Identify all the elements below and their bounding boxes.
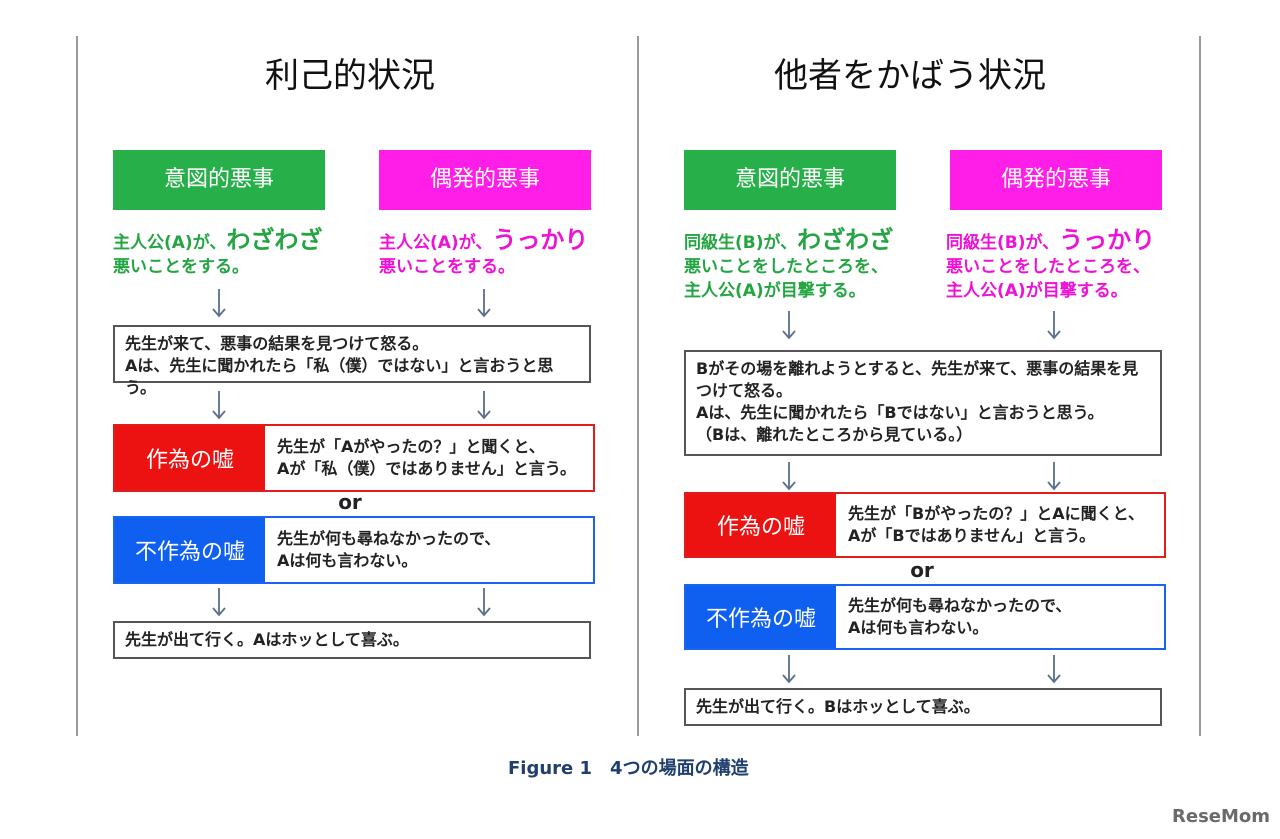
box-line: 先生が来て、悪事の結果を見つけて怒る。 bbox=[125, 334, 429, 353]
lie-text: 先生が「Aがやったの？」と聞くと、 Aが「私（僕）ではありません」と言う。 bbox=[265, 426, 588, 490]
lie-line: Aは何も言わない。 bbox=[277, 551, 418, 570]
left-or-label: or bbox=[338, 490, 362, 514]
right-commission-lie-box: 作為の嘘 先生が「Bがやったの？」とAに聞くと、 Aが「Bではありません」と言う… bbox=[684, 492, 1166, 558]
right-desc-intentional: 同級生(B)が、わざわざ 悪いことをしたところを、 主人公(A)が目撃する。 bbox=[684, 228, 944, 303]
lie-text: 先生が「Bがやったの？」とAに聞くと、 Aが「Bではありません」と言う。 bbox=[836, 494, 1156, 556]
left-desc-accidental: 主人公(A)が、うっかり 悪いことをする。 bbox=[379, 228, 639, 279]
arrow-down-icon bbox=[477, 391, 491, 420]
box-line: Bがその場を離れようとすると、先生が来て、悪事の結果を見 bbox=[696, 359, 1139, 378]
desc-line: 主人公(A)が目撃する。 bbox=[946, 281, 1128, 301]
desc-line: 同級生(B)が、 bbox=[684, 233, 798, 253]
left-head-intentional: 意図的悪事 bbox=[113, 150, 325, 210]
lie-line: 先生が「Aがやったの？」と聞くと、 bbox=[277, 437, 545, 456]
arrow-down-icon bbox=[477, 588, 491, 617]
right-or-label: or bbox=[910, 558, 934, 582]
lie-line: 先生が「Bがやったの？」とAに聞くと、 bbox=[848, 504, 1144, 523]
arrow-down-icon bbox=[782, 311, 796, 340]
desc-emphasis: うっかり bbox=[492, 226, 589, 254]
lie-line: Aが「私（僕）ではありません」と言う。 bbox=[277, 459, 576, 478]
lie-line: 先生が何も尋ねなかったので、 bbox=[277, 529, 501, 548]
desc-line: 悪いことをする。 bbox=[379, 257, 515, 277]
left-ending-box: 先生が出て行く。Aはホッとして喜ぶ。 bbox=[113, 621, 591, 659]
left-desc-intentional: 主人公(A)が、わざわざ 悪いことをする。 bbox=[113, 228, 373, 279]
lie-label: 不作為の嘘 bbox=[115, 518, 265, 582]
left-commission-lie-box: 作為の嘘 先生が「Aがやったの？」と聞くと、 Aが「私（僕）ではありません」と言… bbox=[113, 424, 595, 492]
arrow-down-icon bbox=[1047, 655, 1061, 684]
divider-left bbox=[76, 36, 78, 736]
arrow-down-icon bbox=[782, 462, 796, 491]
right-head-intentional: 意図的悪事 bbox=[684, 150, 896, 210]
desc-emphasis: うっかり bbox=[1059, 226, 1156, 254]
arrow-down-icon bbox=[212, 588, 226, 617]
lie-text: 先生が何も尋ねなかったので、 Aは何も言わない。 bbox=[265, 518, 512, 582]
arrow-down-icon bbox=[1047, 462, 1061, 491]
figure-caption: Figure 1 4つの場面の構造 bbox=[508, 758, 749, 779]
lie-label: 作為の嘘 bbox=[686, 494, 836, 556]
box-line: Aは、先生に聞かれたら「Bではない」と言おうと思う。 bbox=[696, 403, 1104, 422]
desc-emphasis: わざわざ bbox=[797, 226, 894, 254]
arrow-down-icon bbox=[212, 391, 226, 420]
site-logo: ReseMom bbox=[1172, 806, 1271, 827]
desc-emphasis: わざわざ bbox=[226, 226, 323, 254]
right-ending-box: 先生が出て行く。Bはホッとして喜ぶ。 bbox=[684, 688, 1162, 726]
right-omission-lie-box: 不作為の嘘 先生が何も尋ねなかったので、 Aは何も言わない。 bbox=[684, 584, 1166, 650]
left-situation-box: 先生が来て、悪事の結果を見つけて怒る。 Aは、先生に聞かれたら「私（僕）ではない… bbox=[113, 325, 591, 397]
lie-line: Aが「Bではありません」と言う。 bbox=[848, 526, 1096, 545]
right-title: 他者をかばう状況 bbox=[774, 56, 1046, 96]
arrow-down-icon bbox=[782, 655, 796, 684]
desc-line: 主人公(A)が、 bbox=[379, 233, 493, 253]
desc-line: 悪いことをする。 bbox=[113, 257, 249, 277]
arrow-down-icon bbox=[212, 289, 226, 318]
desc-line: 主人公(A)が、 bbox=[113, 233, 227, 253]
box-line: Aは、先生に聞かれたら「私（僕）ではない」と言おうと思う。 bbox=[125, 356, 554, 397]
right-desc-accidental: 同級生(B)が、うっかり 悪いことをしたところを、 主人公(A)が目撃する。 bbox=[946, 228, 1206, 303]
desc-line: 悪いことをしたところを、 bbox=[946, 257, 1150, 277]
divider-center bbox=[637, 36, 639, 736]
left-title: 利己的状況 bbox=[265, 56, 435, 96]
divider-right bbox=[1199, 36, 1201, 736]
box-line: （Bは、離れたところから見ている。） bbox=[696, 425, 973, 444]
right-head-accidental: 偶発的悪事 bbox=[950, 150, 1162, 210]
lie-label: 不作為の嘘 bbox=[686, 586, 836, 648]
desc-line: 悪いことをしたところを、 bbox=[684, 257, 888, 277]
desc-line: 主人公(A)が目撃する。 bbox=[684, 281, 866, 301]
lie-line: 先生が何も尋ねなかったので、 bbox=[848, 596, 1072, 615]
right-situation-box: Bがその場を離れようとすると、先生が来て、悪事の結果を見 つけて怒る。 Aは、先… bbox=[684, 350, 1162, 456]
box-line: つけて怒る。 bbox=[696, 381, 793, 400]
arrow-down-icon bbox=[1047, 311, 1061, 340]
left-omission-lie-box: 不作為の嘘 先生が何も尋ねなかったので、 Aは何も言わない。 bbox=[113, 516, 595, 584]
left-head-accidental: 偶発的悪事 bbox=[379, 150, 591, 210]
desc-line: 同級生(B)が、 bbox=[946, 233, 1060, 253]
arrow-down-icon bbox=[477, 289, 491, 318]
lie-line: Aは何も言わない。 bbox=[848, 618, 989, 637]
lie-label: 作為の嘘 bbox=[115, 426, 265, 490]
lie-text: 先生が何も尋ねなかったので、 Aは何も言わない。 bbox=[836, 586, 1083, 648]
